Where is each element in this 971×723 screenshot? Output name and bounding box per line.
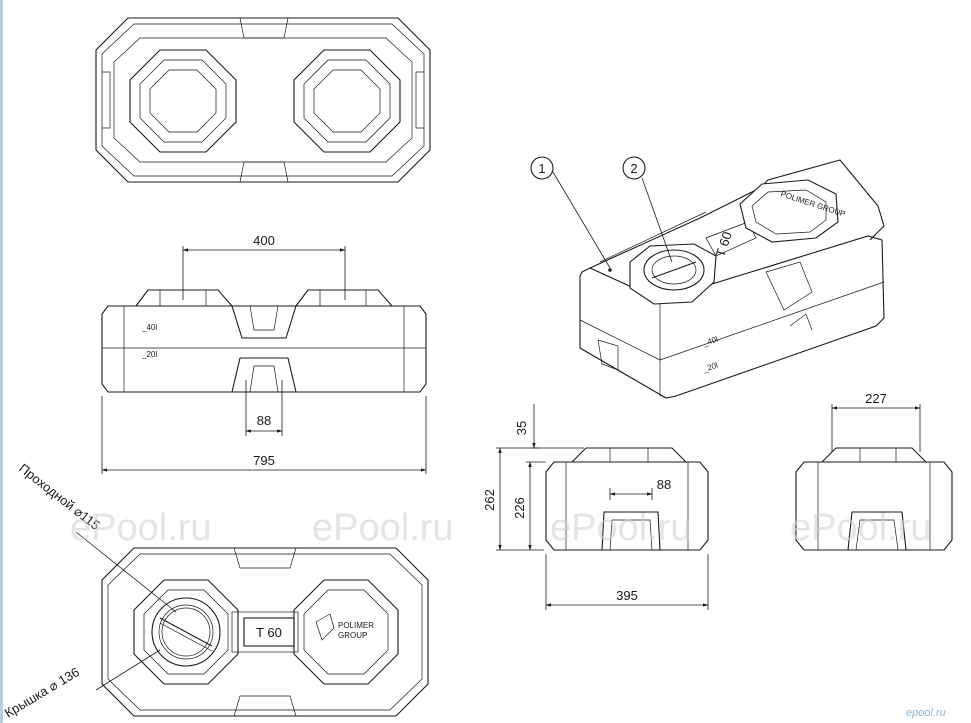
top-view-annotated: T 60 POLIMER GROUP Проходной ⌀115 Крышка… (2, 461, 429, 721)
top-view (95, 17, 431, 183)
dim-88-front-label: 88 (257, 413, 271, 428)
dim-88-side-label: 88 (657, 477, 671, 492)
brand-line2: GROUP (338, 631, 367, 640)
front-view: _40l _20l 400 88 795 (101, 233, 427, 474)
iso-mark-20l: _20l (701, 361, 719, 375)
callout-1: 1 (538, 161, 545, 176)
watermark-2: ePool.ru (312, 507, 454, 549)
site-logo: epool.ru (906, 707, 946, 719)
front-mark-20l: _20l (141, 350, 157, 359)
end-view: 227 (795, 391, 953, 551)
watermark-3: ePool.ru (550, 507, 692, 549)
brand-line1: POLIMER (338, 621, 374, 630)
front-mark-40l: _40l (141, 323, 157, 332)
dim-35-label: 35 (514, 421, 529, 435)
isometric-view: T 60 POLIMER GROUP _40l _20l 1 2 (530, 156, 885, 399)
dim-795-label: 795 (253, 453, 275, 468)
dim-262-label: 262 (482, 489, 497, 511)
dim-227-label: 227 (865, 391, 887, 406)
watermark-1: ePool.ru (70, 507, 212, 549)
iso-mark-40l: _40l (701, 335, 719, 349)
watermarks: ePool.ru ePool.ru ePool.ru ePool.ru (70, 507, 932, 549)
callout-2: 2 (630, 161, 637, 176)
dim-226-label: 226 (512, 497, 527, 519)
label-lid-diameter: Крышка ⌀ 136 (2, 664, 82, 720)
side-view: 35 262 226 88 395 (482, 404, 709, 610)
dim-395-label: 395 (616, 588, 638, 603)
left-edge-strip (0, 0, 3, 723)
dim-400-label: 400 (253, 233, 275, 248)
watermark-4: ePool.ru (790, 507, 932, 549)
tank-label-top: T 60 (256, 625, 282, 640)
